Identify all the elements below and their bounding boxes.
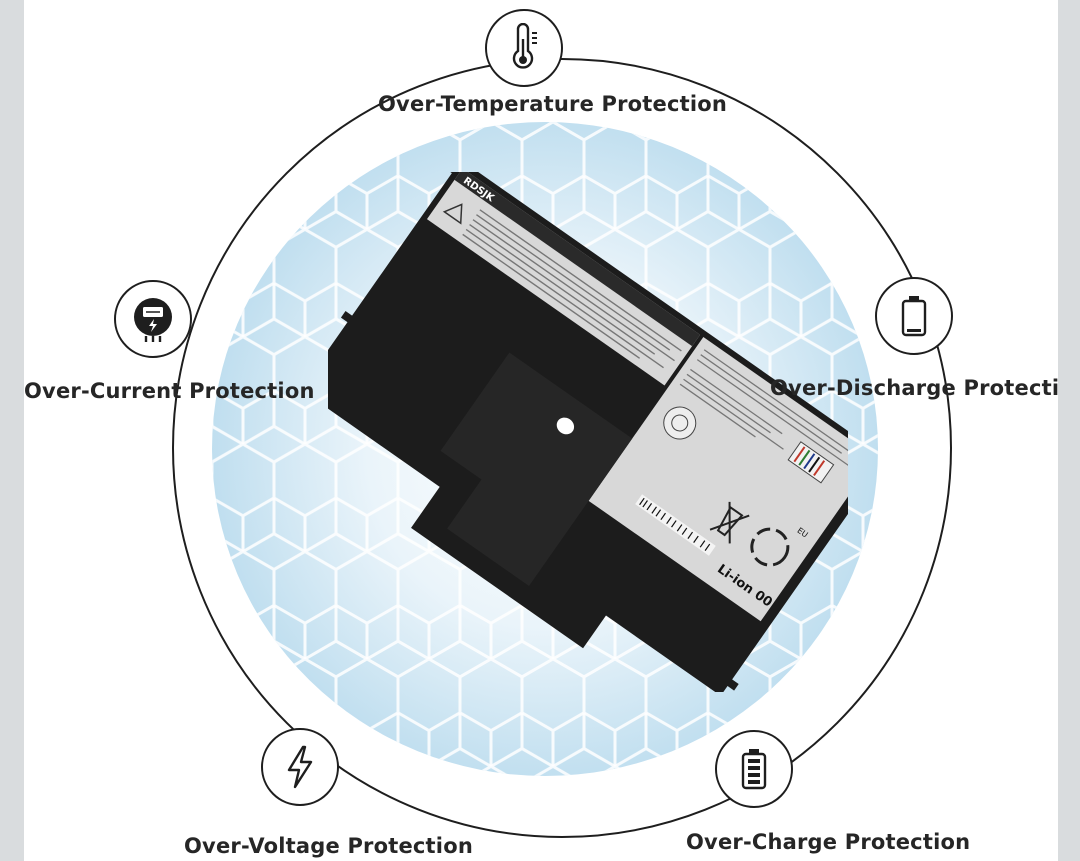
- over-temperature-badge: [485, 9, 563, 87]
- lightning-icon: [287, 745, 313, 789]
- over-discharge-label: Over-Discharge Protection: [770, 376, 1058, 400]
- over-current-label: Over-Current Protection: [24, 379, 315, 403]
- over-temperature-label: Over-Temperature Protection: [378, 92, 728, 116]
- current-meter-icon: [134, 298, 172, 342]
- over-current-badge: [114, 280, 192, 358]
- battery-full-icon: [741, 749, 767, 790]
- thermometer-icon: [512, 23, 537, 69]
- battery-empty-icon: [901, 296, 927, 337]
- over-voltage-label: Over-Voltage Protection: [184, 834, 473, 858]
- infographic-canvas: RDSJK: [24, 0, 1058, 861]
- over-voltage-badge: [261, 728, 339, 806]
- over-discharge-badge: [875, 277, 953, 355]
- protection-ring: [172, 58, 952, 838]
- battery-product: RDSJK: [300, 159, 889, 696]
- over-charge-label: Over-Charge Protection: [686, 830, 971, 854]
- over-charge-badge: [715, 730, 793, 808]
